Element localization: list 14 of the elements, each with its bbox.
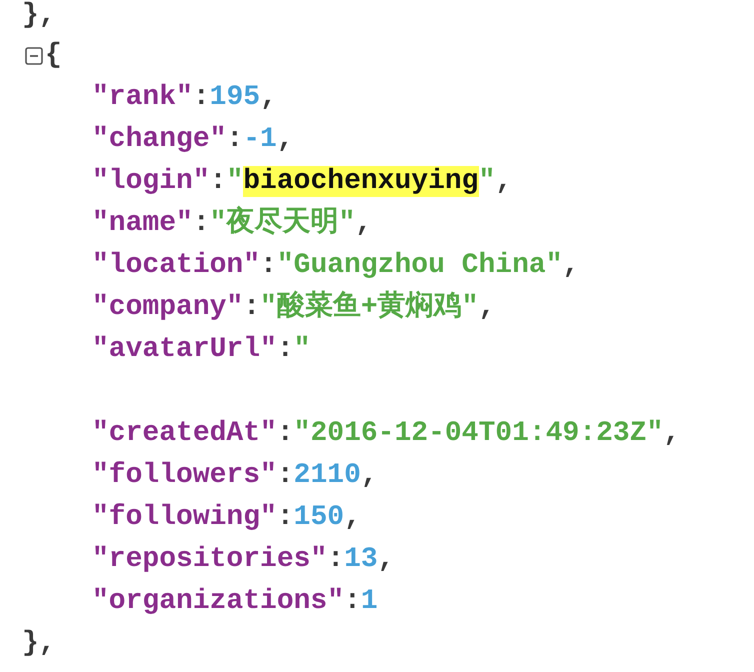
json-property-line: "createdAt":"2016-12-04T01:49:23Z", <box>92 417 680 451</box>
json-property-line: "name":"夜尽天明", <box>92 207 372 241</box>
json-property-line: "change":-1, <box>92 123 294 157</box>
json-property-line: "organizations":1 <box>92 585 378 619</box>
json-property-line: "rank":195, <box>92 81 277 115</box>
closing-brace: }, <box>22 0 56 33</box>
opening-brace: { <box>45 39 62 73</box>
json-property-line: "location":"Guangzhou China", <box>92 249 580 283</box>
json-property-line: "repositories":13, <box>92 543 394 577</box>
closing-brace: }, <box>22 627 56 661</box>
json-property-line: "following":150, <box>92 501 361 535</box>
json-property-line: "company":"酸菜鱼+黄焖鸡", <box>92 291 496 325</box>
json-property-line: "avatarUrl":" <box>92 333 310 367</box>
json-property-line: "followers":2110, <box>92 459 378 493</box>
